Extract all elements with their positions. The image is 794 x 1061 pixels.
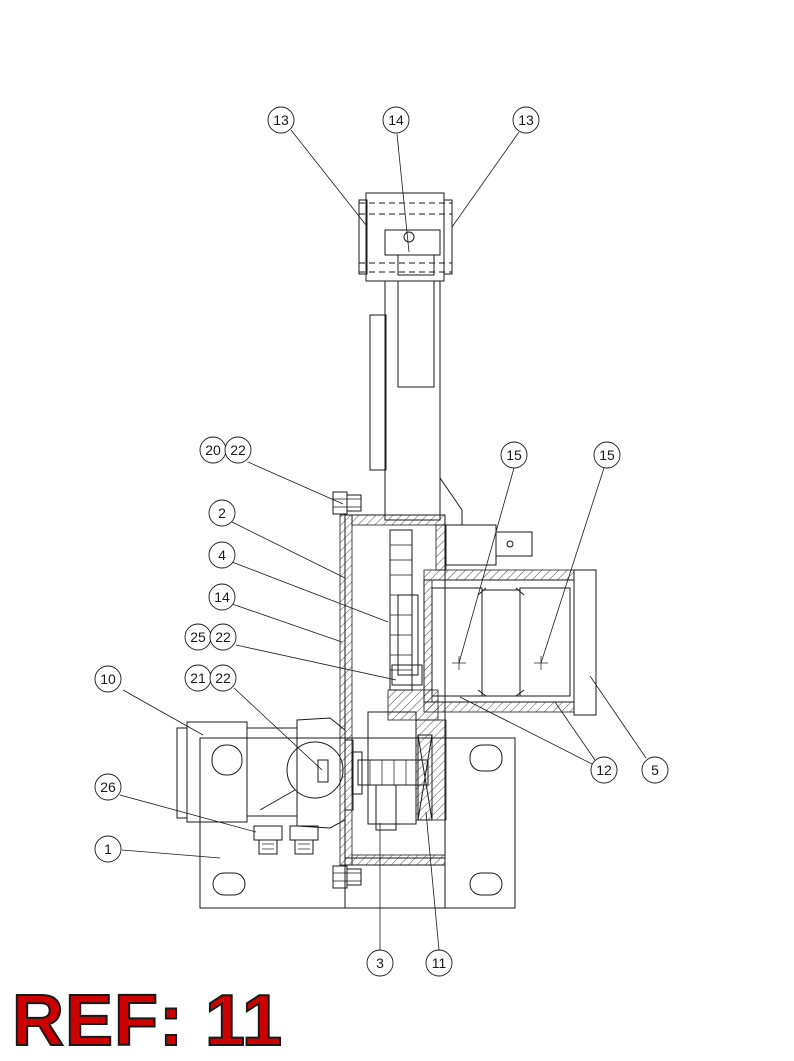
- lower-bearing: [357, 711, 433, 831]
- ref-label: REF: 11: [11, 981, 284, 1061]
- svg-text:21: 21: [190, 670, 206, 686]
- svg-text:15: 15: [506, 447, 522, 463]
- callout-15-right: 15: [593, 441, 621, 469]
- callout-14-top: 14: [382, 106, 410, 134]
- hydraulic-motor: [176, 717, 363, 829]
- callout-15-left: 15: [500, 441, 528, 469]
- output-housing: [423, 569, 597, 716]
- svg-text:15: 15: [599, 447, 615, 463]
- pin-lug: [445, 524, 533, 566]
- leader-lines: [119, 129, 647, 951]
- callout-20-22: 20 22: [199, 436, 252, 464]
- svg-text:4: 4: [218, 547, 226, 563]
- main-housing: [339, 514, 447, 909]
- callout-3: 3: [366, 949, 394, 977]
- svg-text:11: 11: [432, 955, 447, 971]
- callout-14-mid: 14: [208, 583, 236, 611]
- svg-text:20: 20: [205, 442, 221, 458]
- svg-text:1: 1: [104, 841, 112, 857]
- callout-11: 11: [425, 949, 453, 977]
- callout-26: 26: [94, 773, 122, 801]
- internal-gear: [389, 529, 423, 691]
- svg-text:5: 5: [651, 762, 659, 778]
- svg-text:25: 25: [190, 629, 206, 645]
- callout-10: 10: [94, 665, 122, 693]
- svg-text:10: 10: [100, 671, 116, 687]
- top-clevis: [358, 192, 453, 282]
- fittings: [253, 825, 319, 855]
- svg-text:22: 22: [215, 670, 231, 686]
- svg-text:14: 14: [214, 589, 230, 605]
- svg-text:22: 22: [230, 442, 246, 458]
- svg-text:2: 2: [218, 505, 226, 521]
- svg-text:3: 3: [376, 955, 384, 971]
- svg-text:12: 12: [596, 762, 612, 778]
- bolts: [332, 491, 362, 889]
- callout-13-left: 13: [267, 106, 295, 134]
- svg-text:13: 13: [518, 112, 534, 128]
- callout-4: 4: [208, 541, 236, 569]
- callout-1: 1: [94, 835, 122, 863]
- upper-arm: [369, 249, 463, 525]
- svg-text:14: 14: [388, 112, 404, 128]
- callout-13-right: 13: [512, 106, 540, 134]
- callout-21-22: 21 22: [184, 664, 237, 692]
- callout-5: 5: [641, 756, 669, 784]
- callout-25-22: 25 22: [184, 623, 237, 651]
- svg-text:22: 22: [215, 629, 231, 645]
- callout-2: 2: [208, 499, 236, 527]
- svg-text:26: 26: [100, 779, 116, 795]
- callout-12: 12: [590, 756, 618, 784]
- svg-text:13: 13: [273, 112, 289, 128]
